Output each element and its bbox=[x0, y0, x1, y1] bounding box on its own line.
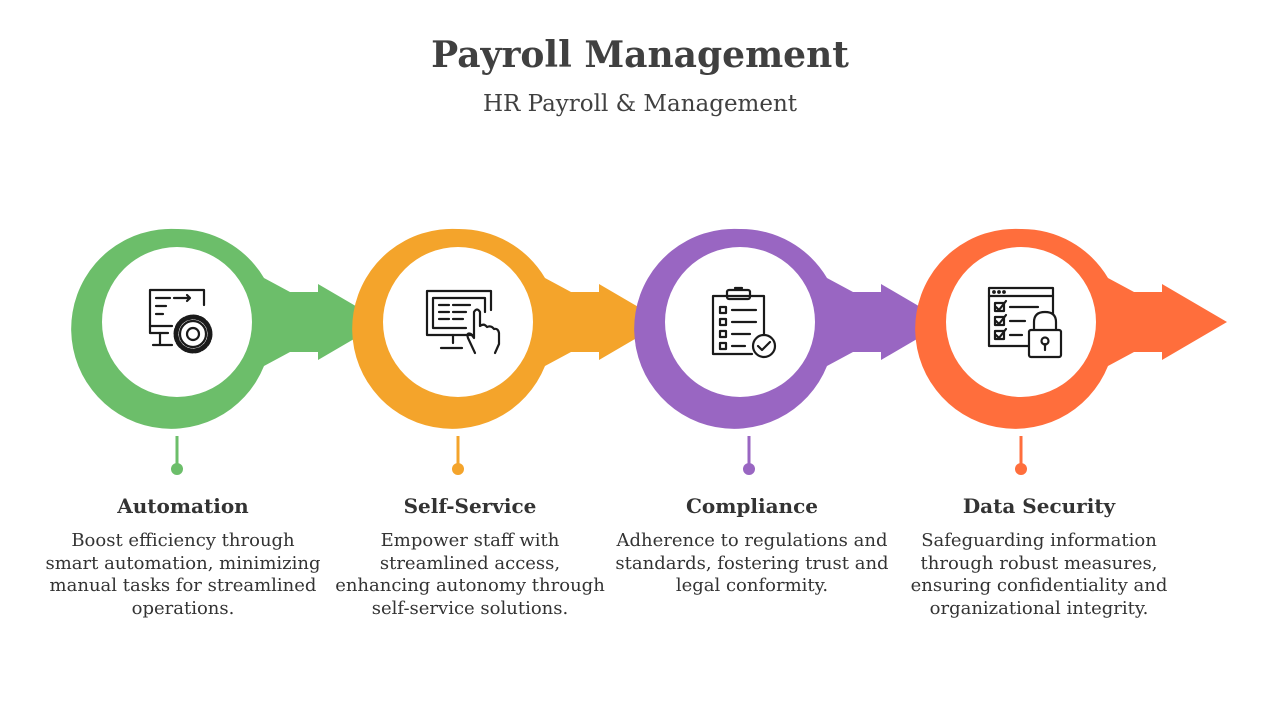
page-subtitle: HR Payroll & Management bbox=[482, 91, 798, 117]
step-4-title: Data Security bbox=[962, 494, 1116, 518]
step-1-title: Automation bbox=[117, 494, 249, 518]
step-4-ring-arrow bbox=[915, 228, 1227, 475]
checklist-clipboard-icon bbox=[711, 286, 777, 359]
computer-gear-icon bbox=[148, 288, 213, 354]
page-title: Payroll Management bbox=[431, 34, 849, 76]
step-2-title: Self-Service bbox=[403, 494, 537, 518]
step-1-description: Boost efficiency through smart automatio… bbox=[45, 530, 321, 619]
step-4-description: Safeguarding information through robust … bbox=[910, 530, 1168, 619]
touch-screen-icon bbox=[425, 289, 501, 355]
step-3-description: Adherence to regulations and standards, … bbox=[615, 530, 889, 596]
step-2-description: Empower staff with streamlined access, e… bbox=[335, 530, 605, 619]
step-2-ring-arrow bbox=[352, 228, 664, 475]
step-3-title: Compliance bbox=[685, 494, 818, 518]
step-1-ring-arrow bbox=[71, 228, 383, 475]
step-3-ring-arrow bbox=[634, 228, 946, 475]
secure-checklist-lock-icon bbox=[987, 286, 1063, 359]
